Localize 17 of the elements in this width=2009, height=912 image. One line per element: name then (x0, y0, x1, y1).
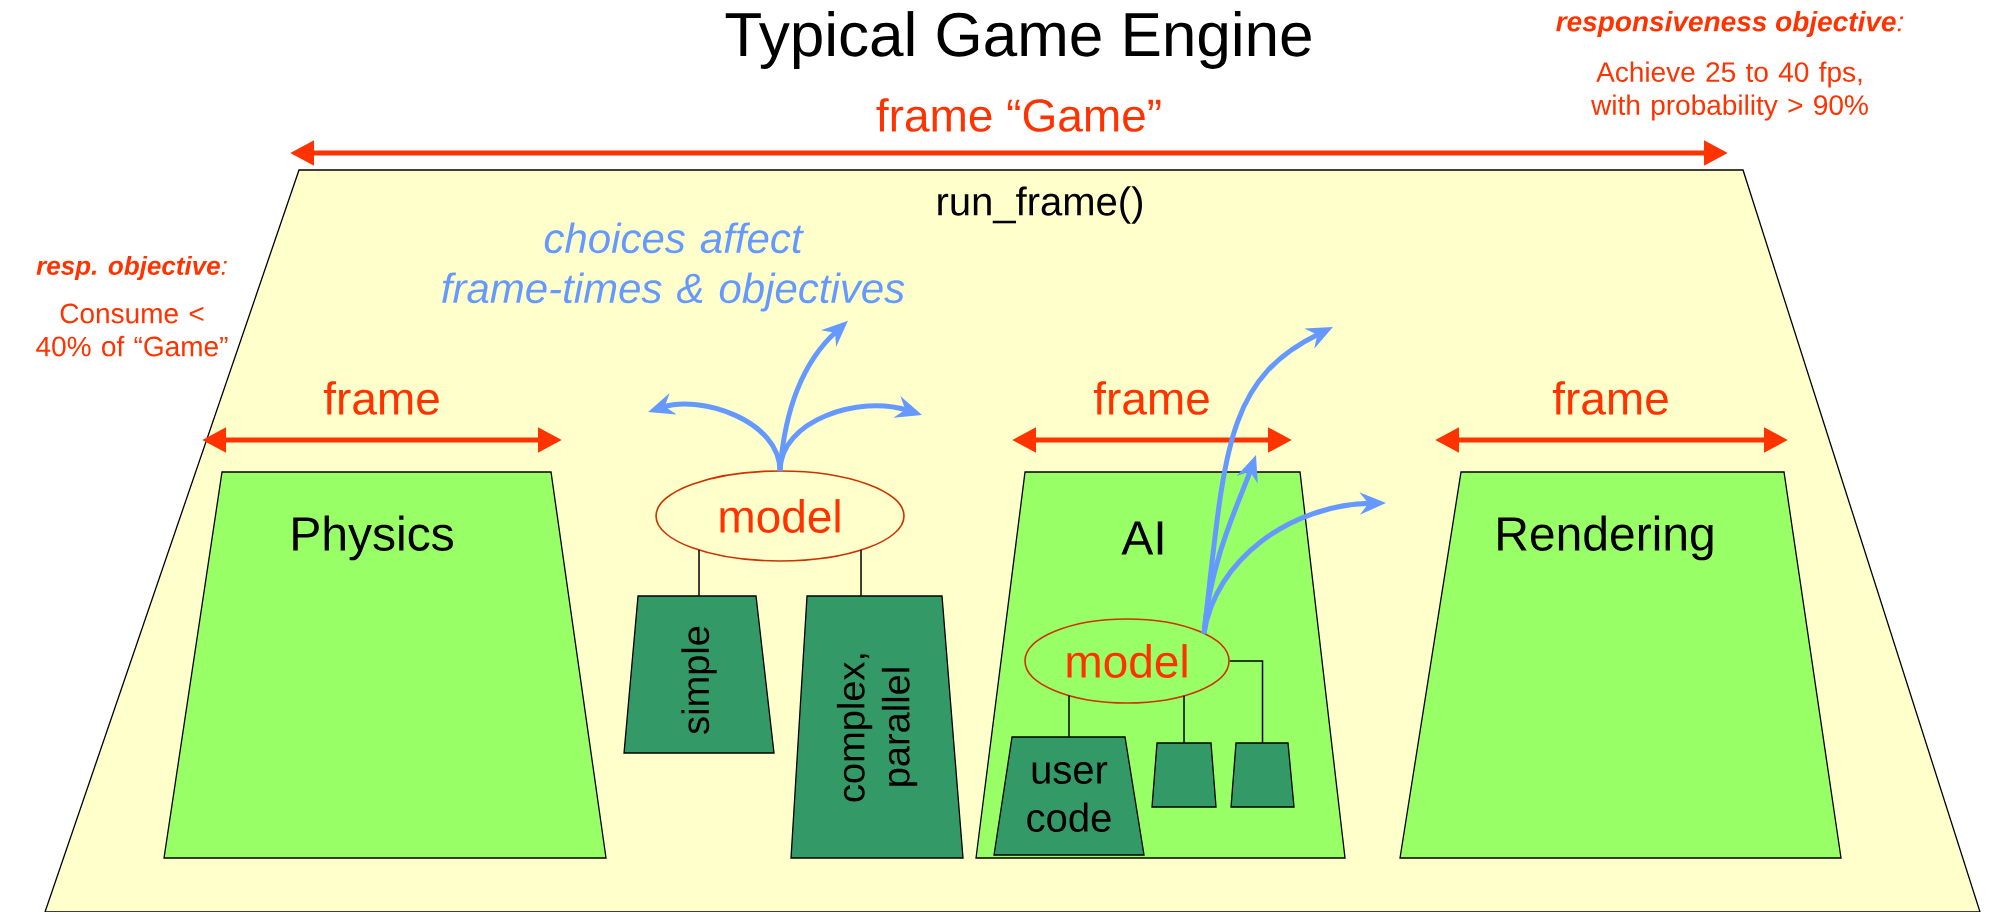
connector-line (1229, 660, 1264, 744)
connector-line (1183, 695, 1185, 744)
objective-note: Achieve 25 to 40 fps, with probability > 90% (1591, 61, 1868, 121)
module-trapezoid: Physics (163, 471, 607, 859)
title: Typical Game Engine (725, 11, 1311, 69)
connector-line (1068, 694, 1070, 738)
variant-trapezoid (1151, 742, 1217, 808)
module-trapezoid: Rendering (1399, 471, 1842, 859)
connector-line (860, 549, 862, 597)
dimension-label: frame (1093, 381, 1209, 415)
choices-note: choices affect frame-times & objectives (442, 222, 905, 312)
dimension-label: frame (323, 381, 439, 415)
dimension-label: frame “Game” (876, 98, 1161, 132)
variant-trapezoid (1230, 742, 1295, 808)
dimension-label: frame (1552, 381, 1668, 415)
objective-heading: responsiveness objective: (1556, 10, 1904, 38)
connector-line (698, 549, 700, 597)
